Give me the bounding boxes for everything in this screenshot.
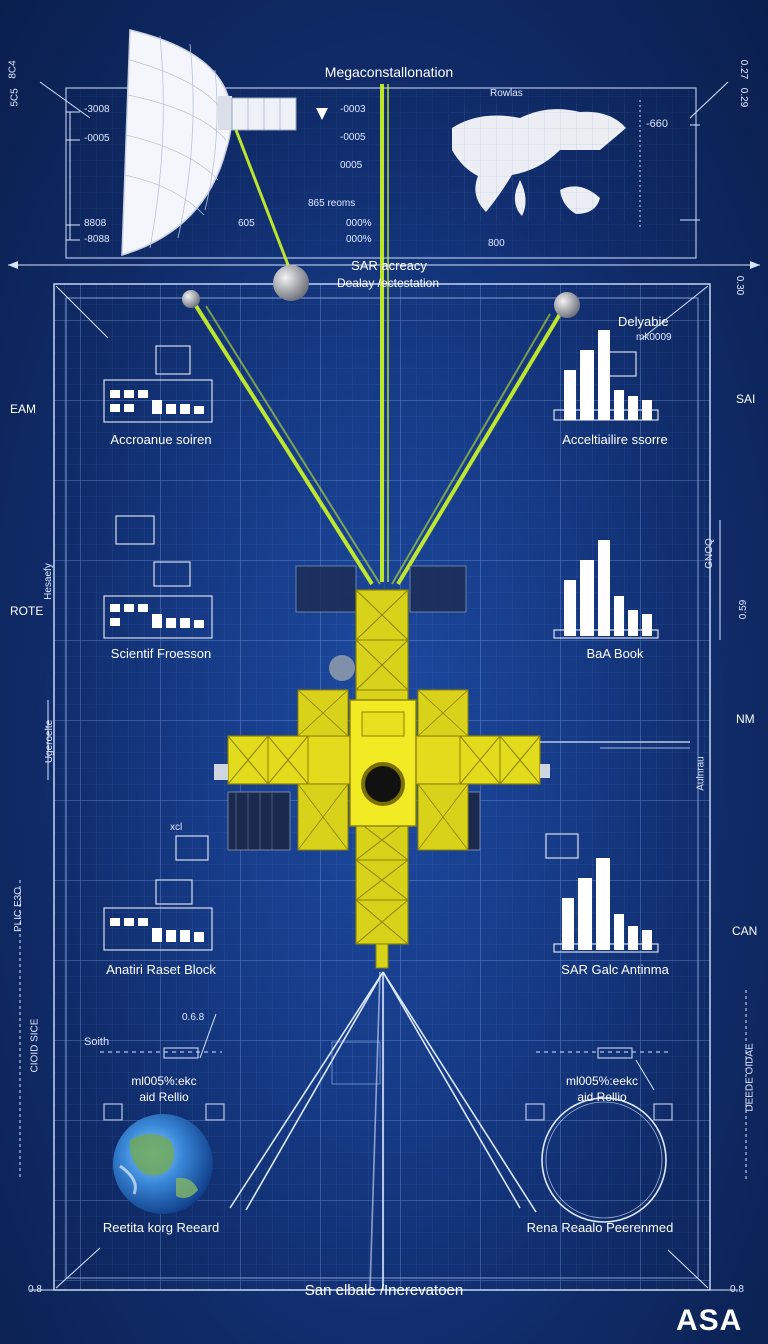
signal-beams <box>194 84 562 586</box>
side-right-nm: NM <box>736 712 755 726</box>
panel-tag-xcl: xcl <box>170 822 183 833</box>
panel-note-left-1: ml005%:ekc <box>131 1074 197 1088</box>
panel-label-2: Acceltiailire ssorre <box>562 432 668 447</box>
panel-label-6: SAR Galc Antinma <box>561 962 669 977</box>
left-tick-3: 8808 <box>84 218 107 229</box>
panel-label-7: Reetita korg Reeard <box>102 1220 220 1235</box>
satellite-sphere-right <box>554 292 580 318</box>
map-bottom-tag: 800 <box>488 238 505 249</box>
earth-globe <box>113 1114 213 1214</box>
panel-label-4: BaA Book <box>586 646 644 661</box>
edge-left-mid: 5C5 <box>9 88 21 107</box>
mid-tick-3: 0005 <box>340 160 363 171</box>
panel-tag-delyabie: Delyabie <box>618 314 669 329</box>
side-left-eam: EAM <box>10 402 37 416</box>
panel-label-8: Rena Reaalo Peerenmed <box>526 1220 674 1235</box>
map-right-value: -660 <box>646 118 669 130</box>
map-tag: Rowlas <box>490 88 523 99</box>
brand-logo: ASA <box>676 1304 743 1337</box>
edge-right-top: 0.27 <box>738 59 750 80</box>
right-vertical-1: GNOQ <box>703 538 715 569</box>
left-tick-1: -3008 <box>84 104 110 115</box>
panel-icons <box>103 330 659 953</box>
right-vertical-4: DEEDE OIDAE <box>744 1043 756 1112</box>
edge-left-top: 8C4 <box>7 60 19 79</box>
edge-right-mid: 0.29 <box>738 87 750 108</box>
mid-tick-2: -0005 <box>340 132 366 143</box>
right-vertical-2: 0.59 <box>738 599 750 620</box>
panel-label-5: Anatiri Raset Block <box>106 962 216 977</box>
panel-tag-mk: mk0009 <box>636 332 672 343</box>
side-left-rote: ROTE <box>10 604 44 618</box>
satellite-sphere-small <box>182 290 200 308</box>
pct-b: 000% <box>346 234 372 245</box>
left-vertical-3: PLIC E3O <box>13 886 25 933</box>
left-vertical-2: Ugeroelte <box>44 719 56 764</box>
peak-label: 865 reoms <box>308 198 356 209</box>
corner-bottom-left: 0.8 <box>28 1284 42 1295</box>
downlink-lines <box>229 971 537 1291</box>
panel-label-1: Accroanue soiren <box>110 432 212 447</box>
dish-antenna <box>121 29 328 257</box>
header-title: Megaconstallonation <box>324 64 454 80</box>
right-bracket: 0.30 <box>734 275 746 296</box>
right-vertical-3: Aulnrau <box>695 756 707 791</box>
satellite-bus <box>214 565 690 969</box>
panel-note-right-1: ml005%:eekc <box>565 1074 639 1088</box>
left-tick-2: -0005 <box>84 133 110 144</box>
panel-note-right-2: aid Rellio <box>577 1090 627 1104</box>
mid-tick-1: -0003 <box>340 104 366 115</box>
panel-small-tag: 0.6.8 <box>182 1012 205 1023</box>
left-vertical-4: CIOID SICE <box>29 1018 41 1073</box>
sar-delay-label: Dealay /ectestation <box>336 276 440 290</box>
side-right-sai: SAI <box>736 392 756 406</box>
orbit-ring <box>541 1097 667 1223</box>
pct-a: 000% <box>346 218 372 229</box>
panel-note-left-2: aid Rellio <box>139 1090 189 1104</box>
panel-label-3: Scientif Froesson <box>110 646 212 661</box>
corner-bottom-right: 0.8 <box>730 1284 744 1295</box>
satellite-sphere-left <box>273 265 309 301</box>
side-right-can: CAN <box>732 924 758 938</box>
panel-tag-soith: Soith <box>84 1036 110 1048</box>
left-tick-4: -8088 <box>84 234 110 245</box>
label-605: 605 <box>238 218 255 229</box>
bottom-title: San elbale /Inerevatoen <box>304 1282 464 1299</box>
sar-accuracy-label: SAR acreacy <box>351 258 427 273</box>
left-vertical-1: Hesaefy <box>42 563 54 600</box>
